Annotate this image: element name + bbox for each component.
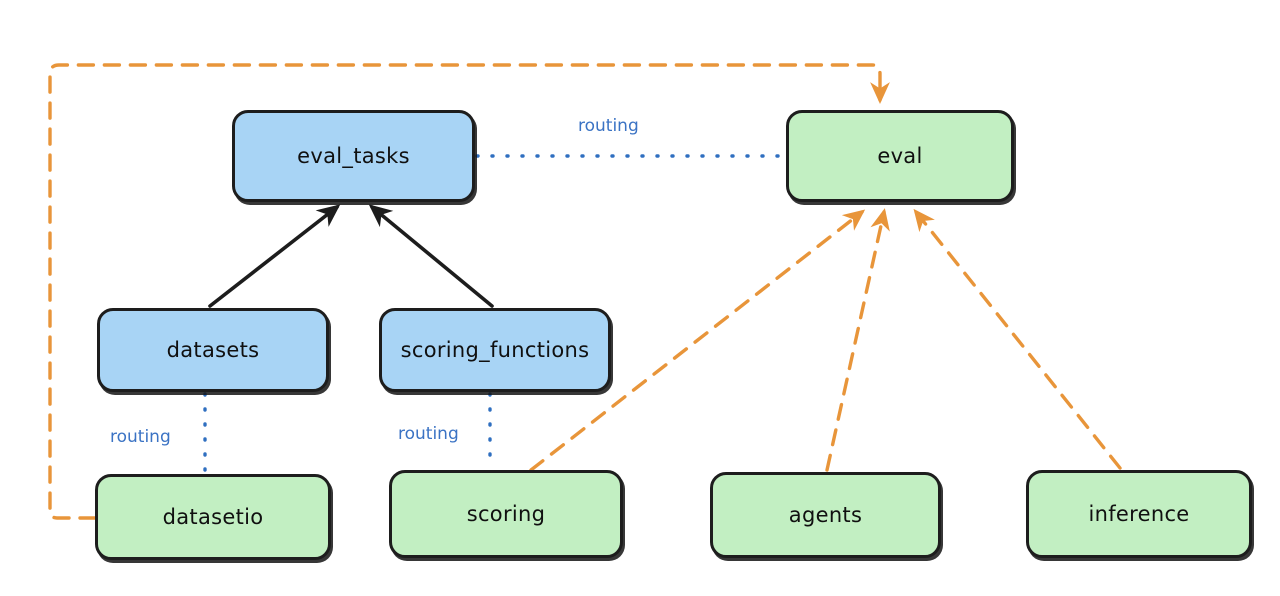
node-inference[interactable]: inference bbox=[1026, 470, 1252, 558]
edge-datasetio-to-eval bbox=[48, 63, 890, 520]
node-datasetio[interactable]: datasetio bbox=[95, 474, 331, 560]
node-label-inference: inference bbox=[1088, 502, 1190, 526]
node-datasets[interactable]: datasets bbox=[97, 308, 329, 392]
node-label-datasetio: datasetio bbox=[162, 505, 264, 529]
node-label-eval_tasks: eval_tasks bbox=[297, 144, 410, 168]
edge-scoring_functions-to-eval_tasks bbox=[368, 204, 494, 308]
node-eval[interactable]: eval bbox=[786, 110, 1014, 202]
edge-label-routing-datasets: routing bbox=[110, 427, 171, 447]
node-label-scoring: scoring bbox=[466, 502, 546, 526]
edge-label-routing-scoring-functions: routing bbox=[398, 424, 459, 444]
node-label-eval: eval bbox=[877, 144, 923, 168]
edge-inference-to-eval bbox=[913, 208, 1122, 470]
edge-datasets-to-eval_tasks bbox=[208, 204, 341, 308]
node-scoring_functions[interactable]: scoring_functions bbox=[379, 308, 611, 392]
node-scoring[interactable]: scoring bbox=[389, 470, 623, 558]
node-label-agents: agents bbox=[788, 503, 863, 527]
node-label-datasets: datasets bbox=[166, 338, 260, 362]
node-eval_tasks[interactable]: eval_tasks bbox=[232, 110, 475, 202]
edge-scoring-to-eval bbox=[529, 209, 866, 472]
edge-agents-to-eval bbox=[825, 208, 890, 472]
node-label-scoring_functions: scoring_functions bbox=[400, 338, 590, 362]
node-agents[interactable]: agents bbox=[710, 472, 941, 558]
edge-label-routing-eval-tasks: routing bbox=[578, 116, 639, 136]
